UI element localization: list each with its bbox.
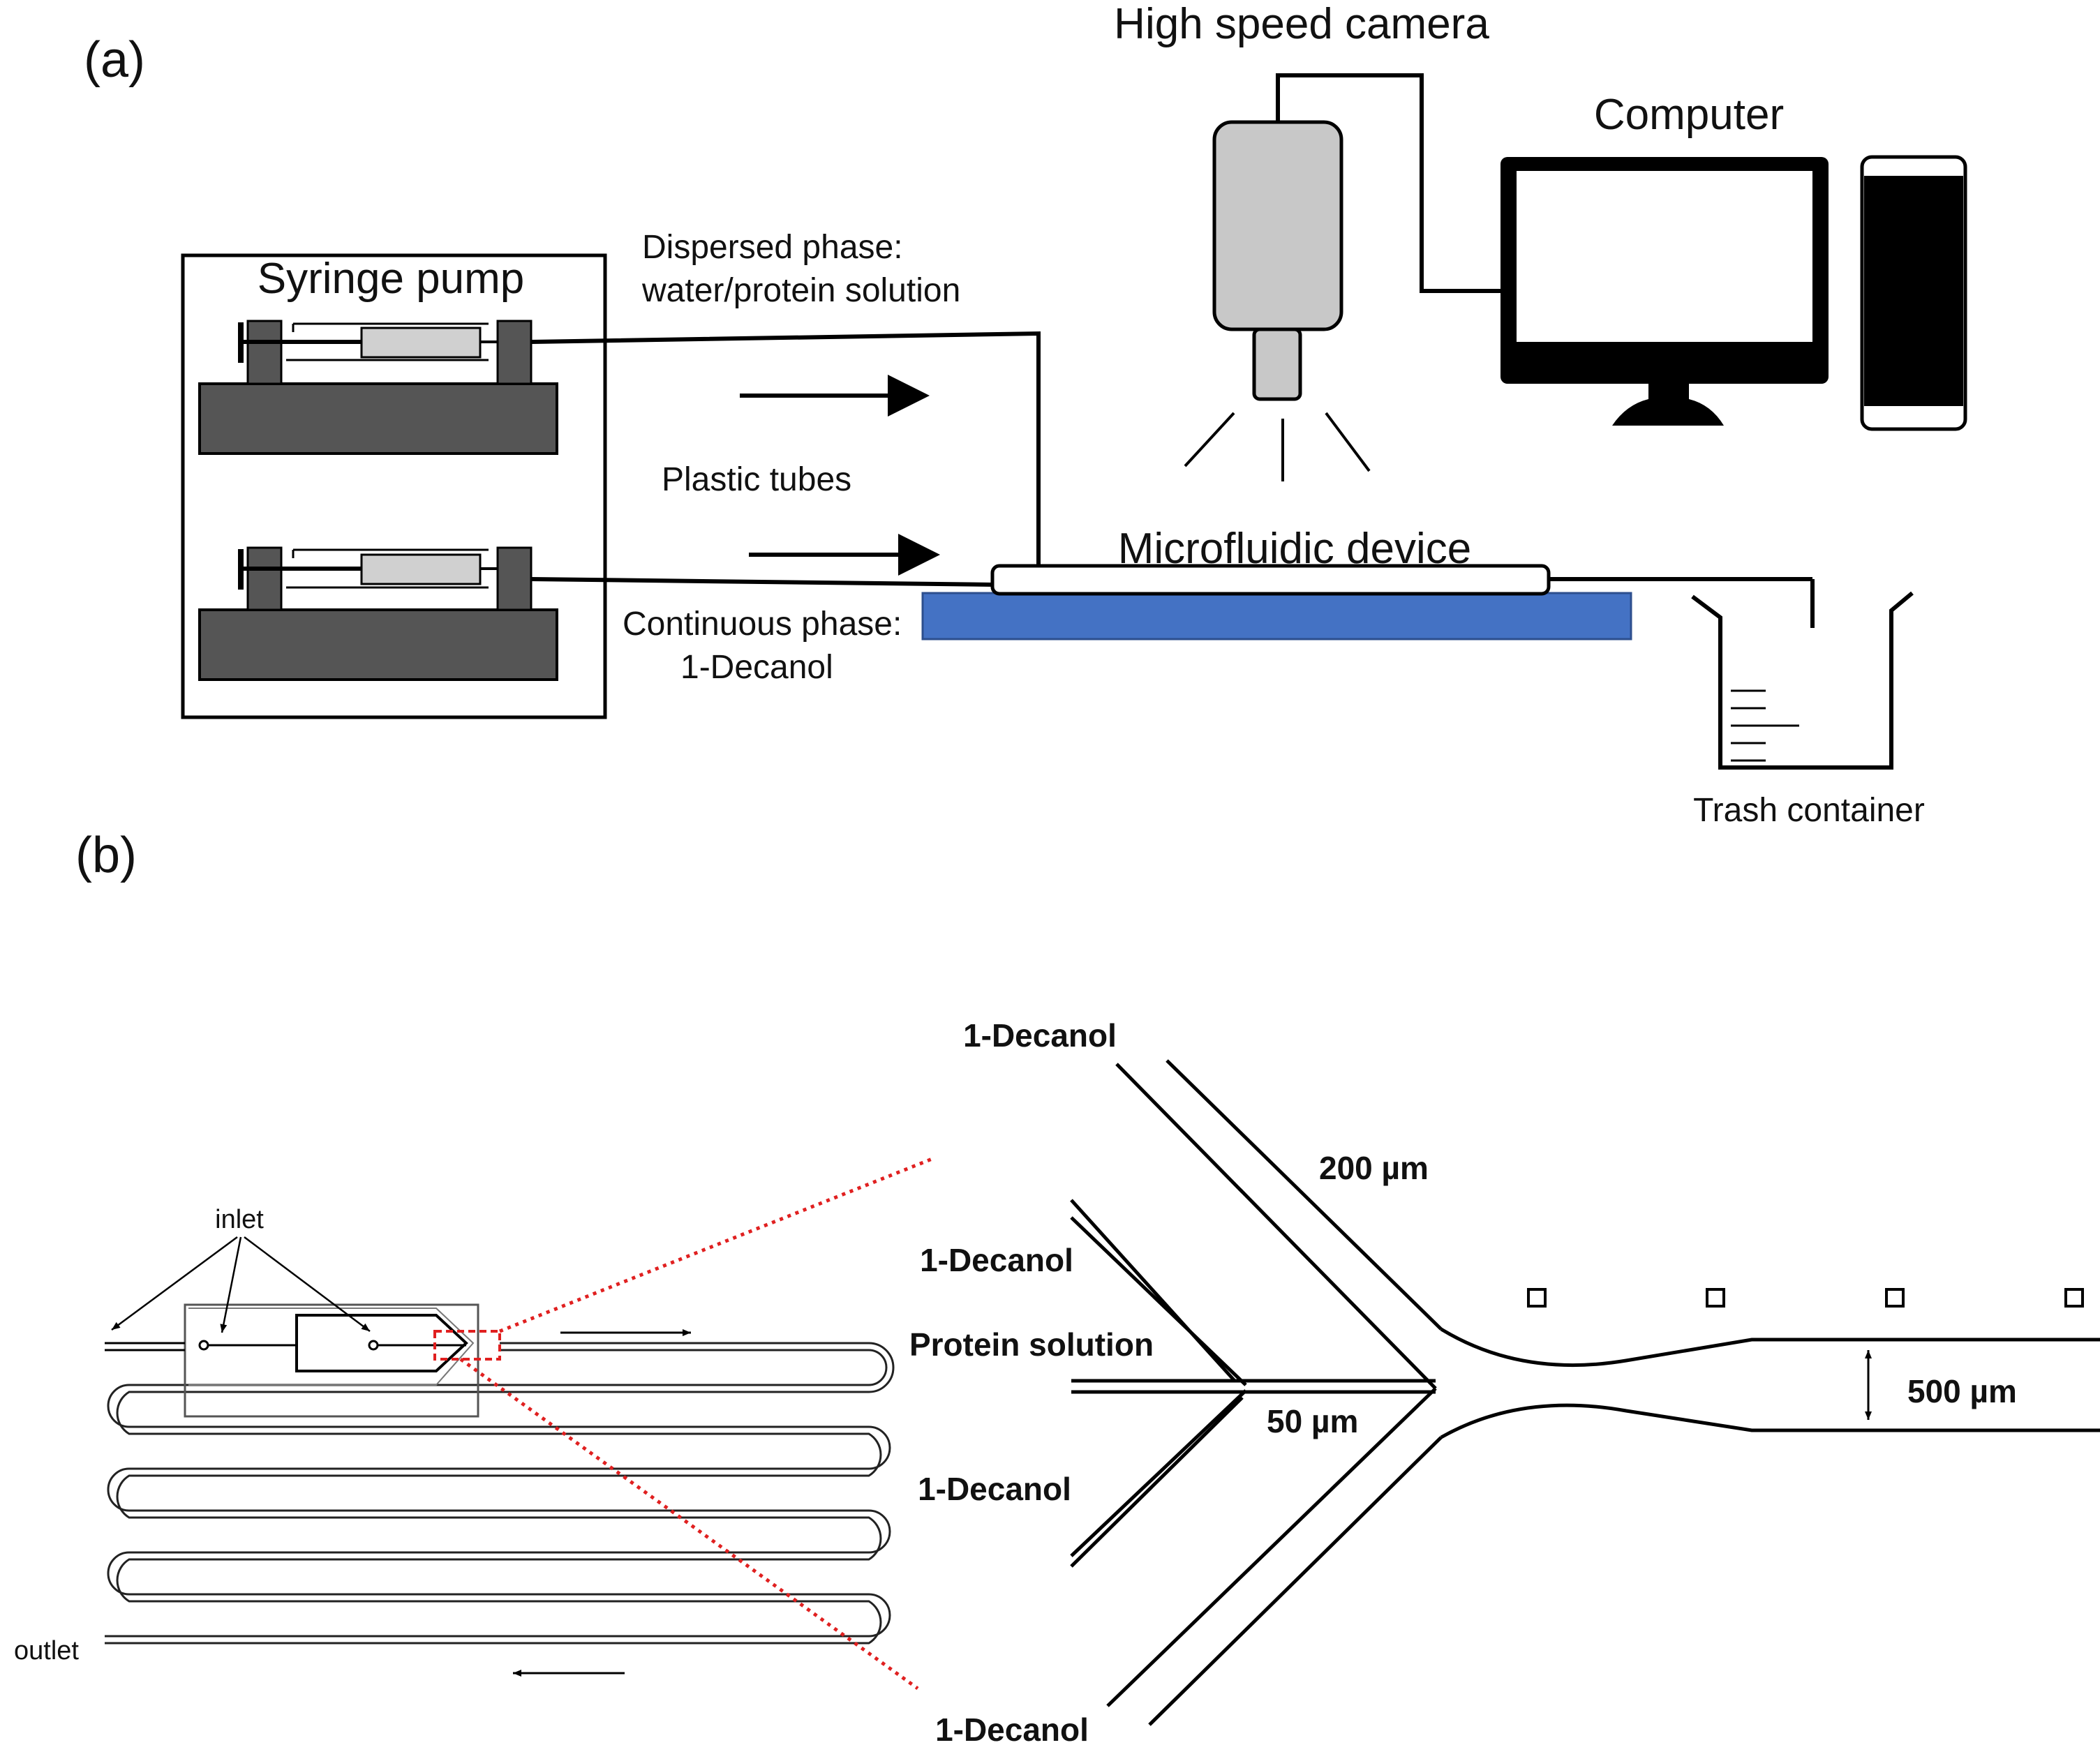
camera-label: High speed camera (1114, 0, 1489, 48)
chip (990, 564, 1551, 596)
zoom-line-top (499, 1156, 934, 1333)
syringe-upper (198, 320, 558, 455)
decanol-mid-top-label: 1-Decanol (920, 1242, 1073, 1278)
continuous-phase-label: Continuous phase: (623, 606, 902, 643)
decanol-mid-bottom-label: 1-Decanol (918, 1471, 1071, 1507)
junction-detail: 1-Decanol 200 µm 1-Decanol Protein solut… (909, 1017, 2100, 1745)
syringe-lower (198, 546, 558, 681)
chip-overview: inlet outlet (14, 1156, 934, 1691)
marker-square (1527, 1288, 1547, 1308)
computer-label: Computer (1594, 91, 1784, 139)
inlet-port-1 (198, 1340, 209, 1351)
microfluidic-device-label: Microfluidic device (1118, 525, 1472, 573)
microfluidic-device: Microfluidic device (921, 525, 1632, 641)
dispersed-phase-sublabel: water/protein solution (641, 272, 960, 309)
decanol-bottom-label: 1-Decanol (935, 1712, 1089, 1745)
computer: Computer (1500, 91, 1967, 431)
camera-cable (1276, 73, 1500, 293)
zoom-box (433, 1330, 501, 1361)
panel-b-label: (b) (75, 827, 137, 883)
syringe-pump: Syringe pump (181, 253, 607, 719)
blue-stage (921, 592, 1632, 641)
marker-square (1885, 1288, 1905, 1308)
decanol-top-label: 1-Decanol (963, 1017, 1117, 1054)
trash-container: Trash container (1691, 591, 1925, 829)
plastic-tubes (530, 331, 1815, 628)
inlet-label: inlet (215, 1205, 264, 1234)
continuous-phase-sublabel: 1-Decanol (680, 649, 833, 686)
trash-container-label: Trash container (1693, 792, 1925, 829)
serpentine-channel (105, 1342, 895, 1645)
syringe-pump-label: Syringe pump (258, 255, 525, 303)
monitor-stand (1612, 384, 1724, 426)
width-500-label: 500 µm (1907, 1373, 2017, 1409)
protein-solution-label: Protein solution (909, 1326, 1154, 1363)
zoom-line-bottom (459, 1357, 919, 1691)
inlet-port-2 (368, 1340, 379, 1351)
width-50-label: 50 µm (1267, 1403, 1358, 1439)
outlet-label: outlet (14, 1636, 79, 1665)
panel-a-label: (a) (84, 32, 145, 88)
marker-square (2064, 1288, 2084, 1308)
dispersed-phase-label: Dispersed phase: (642, 229, 903, 266)
inlet-chamber (295, 1314, 468, 1372)
serpentine-wall (105, 1342, 895, 1645)
marker-square (1706, 1288, 1725, 1308)
plastic-tubes-label: Plastic tubes (662, 461, 851, 498)
width-200-label: 200 µm (1319, 1150, 1429, 1186)
serpentine-wall (105, 1349, 891, 1638)
high-speed-camera: High speed camera (1114, 0, 1500, 481)
